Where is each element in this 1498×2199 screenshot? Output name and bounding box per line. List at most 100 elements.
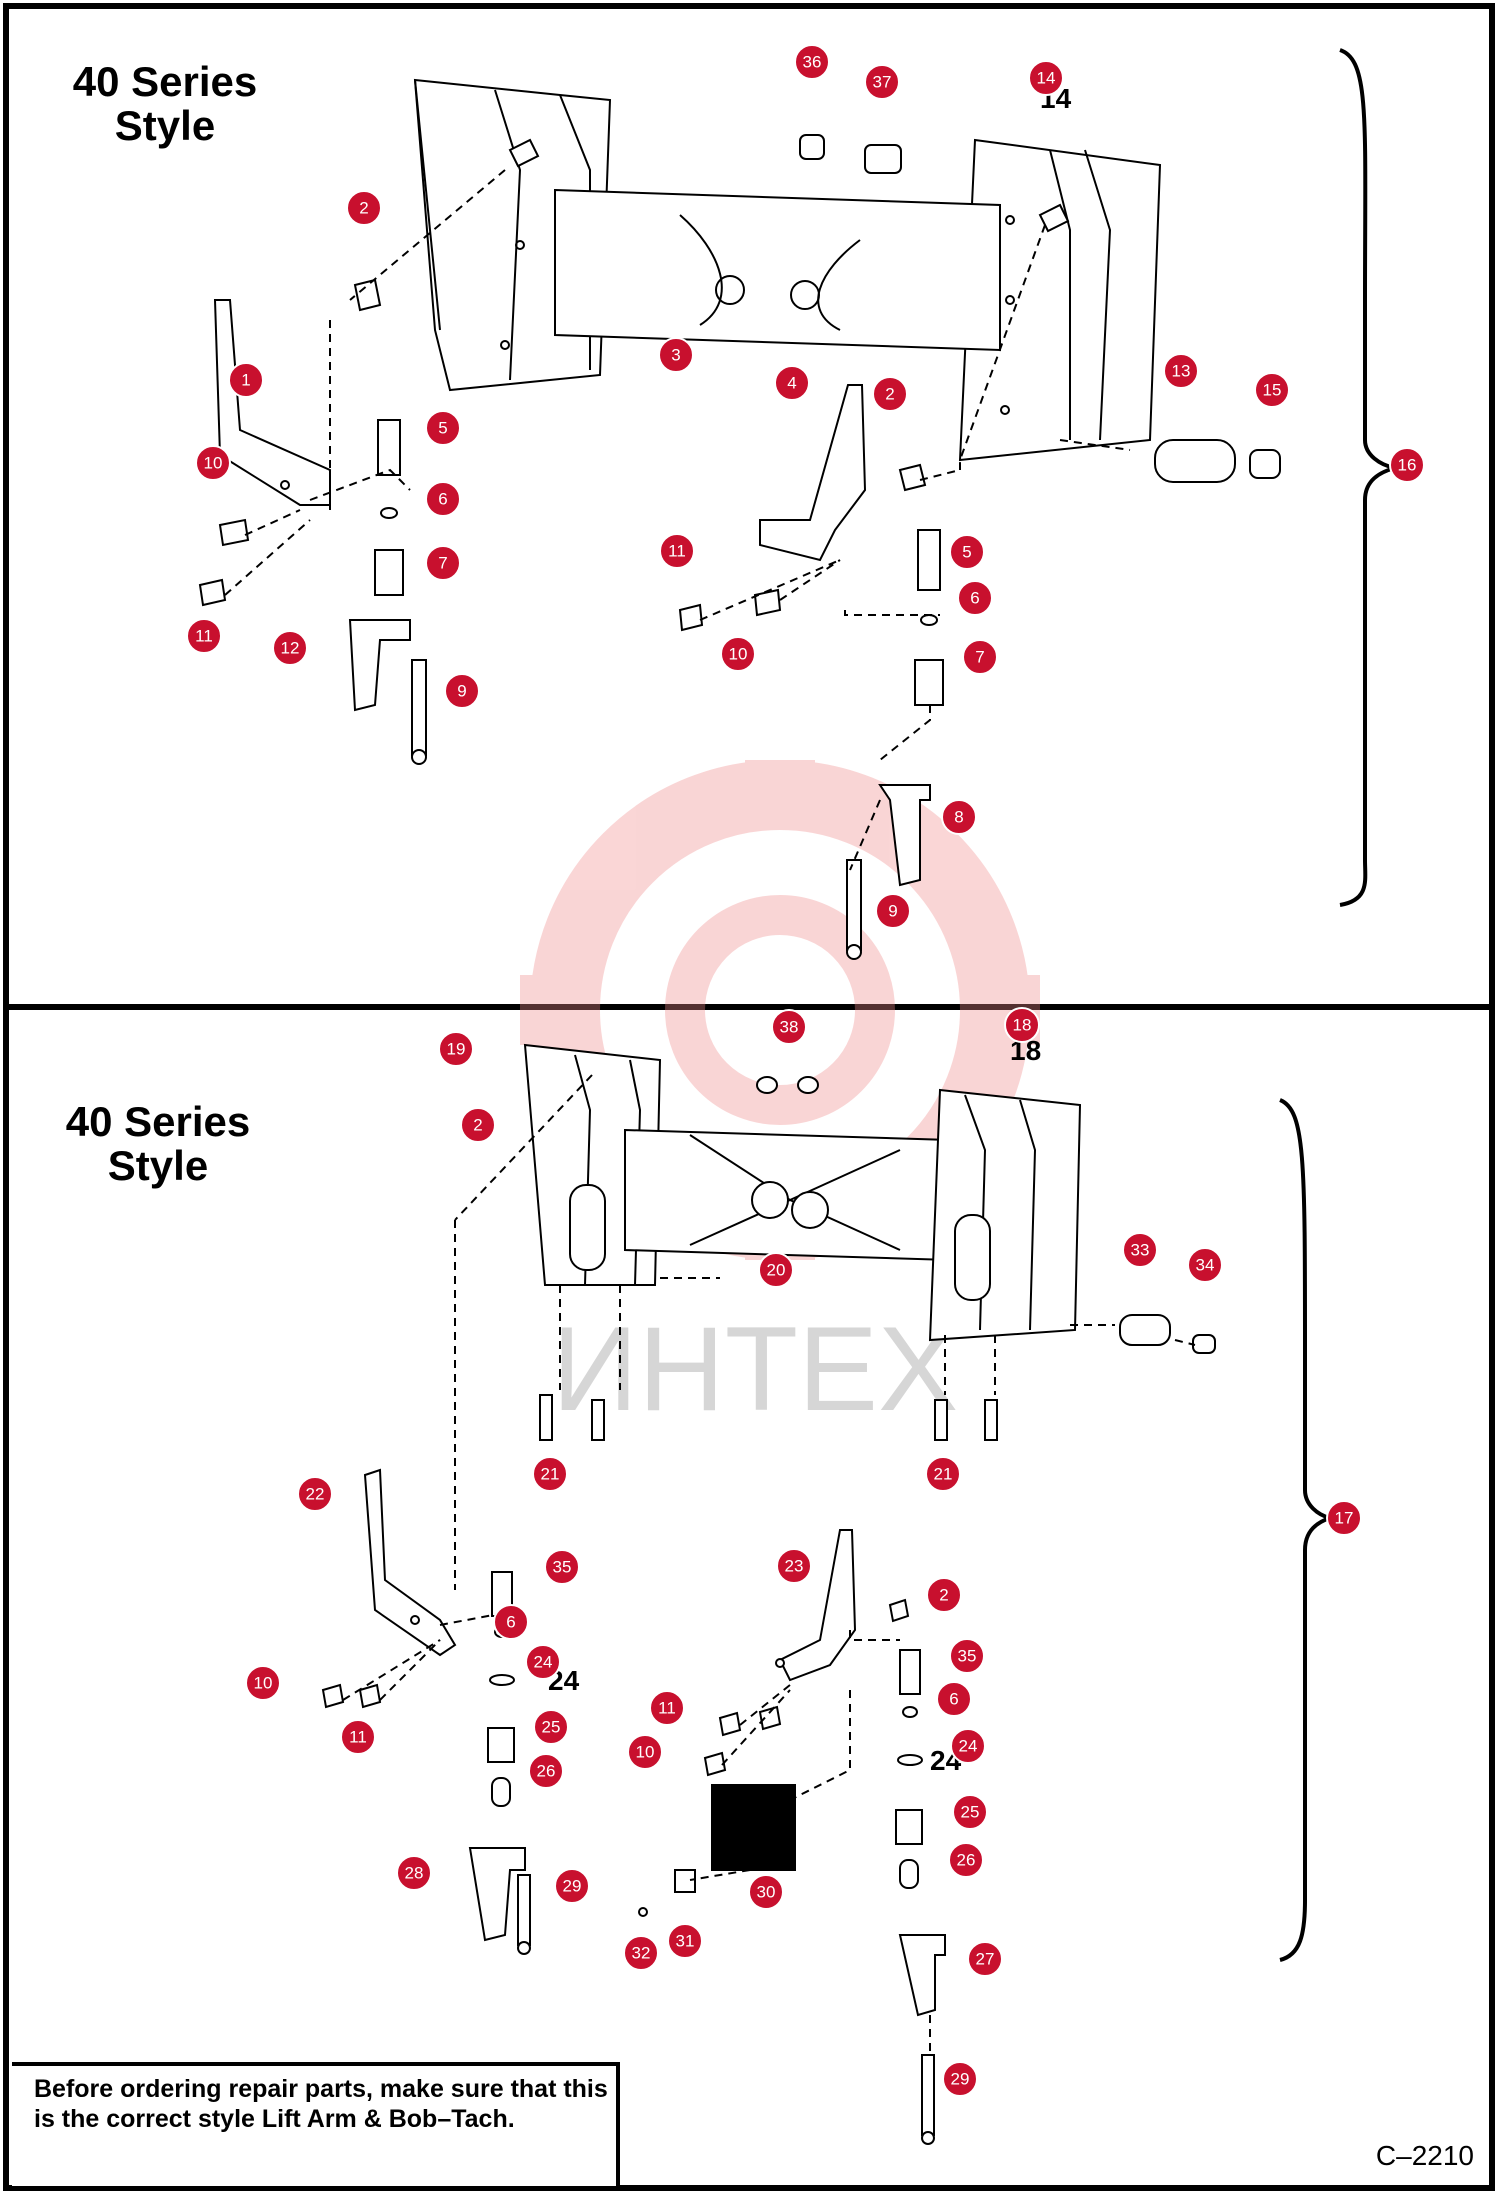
callout-marker xyxy=(758,1252,794,1288)
callout-number: 36 xyxy=(803,53,822,72)
callout-number: 6 xyxy=(970,589,979,608)
bottom-callout-35: 35 xyxy=(544,1549,580,1585)
callout-number: 11 xyxy=(195,627,213,646)
top-callout-5: 5 xyxy=(425,410,461,446)
bottom-leaders xyxy=(342,1074,1196,2055)
callout-number: 8 xyxy=(954,808,963,827)
callout-marker xyxy=(926,1577,962,1613)
bottom-callout-31: 31 xyxy=(667,1923,703,1959)
callout-number: 18 xyxy=(1013,1016,1032,1035)
callout-number: 6 xyxy=(438,490,447,509)
callout-marker xyxy=(794,44,830,80)
callout-marker xyxy=(396,1855,432,1891)
top-callout-6: 6 xyxy=(957,580,993,616)
callout-number: 10 xyxy=(729,645,748,664)
callout-number: 21 xyxy=(541,1465,560,1484)
callout-number: 23 xyxy=(785,1557,804,1576)
callout-marker xyxy=(774,365,810,401)
top-callout-12: 12 xyxy=(272,630,308,666)
top-callout-2: 2 xyxy=(346,190,382,226)
callout-marker xyxy=(875,893,911,929)
callout-number: 22 xyxy=(306,1485,325,1504)
bottom-callout-6: 6 xyxy=(936,1681,972,1717)
top-callout-1: 1 xyxy=(228,362,264,398)
callout-marker xyxy=(942,2061,978,2097)
bottom-callout-17: 17 xyxy=(1326,1500,1362,1536)
callout-number: 10 xyxy=(204,454,223,473)
callout-number: 35 xyxy=(958,1647,977,1666)
callout-number: 7 xyxy=(975,648,984,667)
bottom-callout-21: 21 xyxy=(532,1456,568,1492)
top-callout-4: 4 xyxy=(774,365,810,401)
callout-marker xyxy=(950,1728,986,1764)
top-callout-7: 7 xyxy=(962,639,998,675)
callout-number: 10 xyxy=(636,1743,655,1762)
top-callout-10: 10 xyxy=(195,445,231,481)
callout-marker xyxy=(776,1548,812,1584)
bottom-title: 40 Series Style xyxy=(33,1100,283,1188)
outer-frame xyxy=(3,3,1495,2191)
callout-number: 38 xyxy=(780,1018,799,1037)
callout-marker xyxy=(659,533,695,569)
callout-number: 10 xyxy=(254,1674,273,1693)
top-callout-5: 5 xyxy=(949,534,985,570)
bottom-brace xyxy=(1279,1098,1338,1962)
callout-number: 7 xyxy=(438,554,447,573)
callout-marker xyxy=(340,1719,376,1755)
callout-number: 27 xyxy=(976,1950,995,1969)
bottom-callout-30: 30 xyxy=(748,1874,784,1910)
callout-number: 26 xyxy=(957,1851,976,1870)
callout-number: 4 xyxy=(787,374,796,393)
top-title: 40 Series Style xyxy=(40,60,290,148)
callout-marker xyxy=(962,639,998,675)
callout-marker xyxy=(195,445,231,481)
callout-marker xyxy=(623,1935,659,1971)
bottom-callout-33: 33 xyxy=(1122,1232,1158,1268)
top-callout-2: 2 xyxy=(872,376,908,412)
top-callout-8: 8 xyxy=(941,799,977,835)
bottom-callout-29: 29 xyxy=(942,2061,978,2097)
callout-number: 19 xyxy=(447,1040,466,1059)
callout-marker xyxy=(941,799,977,835)
bottom-callout-32: 32 xyxy=(623,1935,659,1971)
callout-number: 11 xyxy=(349,1728,367,1747)
callout-number: 26 xyxy=(537,1762,556,1781)
callout-marker xyxy=(1254,372,1290,408)
callout-marker xyxy=(554,1868,590,1904)
bottom-callout-21: 21 xyxy=(925,1456,961,1492)
callout-number: 6 xyxy=(506,1613,515,1632)
top-callout-9: 9 xyxy=(444,673,480,709)
callout-marker xyxy=(925,1456,961,1492)
callout-number: 25 xyxy=(542,1718,561,1737)
bottom-callout-24: 24 xyxy=(950,1728,986,1764)
callout-number: 28 xyxy=(405,1864,424,1883)
callout-marker xyxy=(627,1734,663,1770)
bottom-callout-23: 23 xyxy=(776,1548,812,1584)
bottom-callout-28: 28 xyxy=(396,1855,432,1891)
bottom-callout-10: 10 xyxy=(245,1665,281,1701)
callout-marker xyxy=(346,190,382,226)
top-leaders xyxy=(224,169,1131,871)
bottom-callout-20: 20 xyxy=(758,1252,794,1288)
callout-number: 29 xyxy=(563,1877,582,1896)
watermark-text: ИНТЕХ xyxy=(552,1302,958,1436)
callout-number: 5 xyxy=(438,419,447,438)
callout-marker xyxy=(771,1009,807,1045)
bottom-callout-34: 34 xyxy=(1187,1247,1223,1283)
callout-marker xyxy=(936,1681,972,1717)
top-callout-6: 6 xyxy=(425,481,461,517)
callout-marker xyxy=(649,1690,685,1726)
callout-number: 5 xyxy=(962,543,971,562)
callout-marker xyxy=(533,1709,569,1745)
top-title-line2: Style xyxy=(114,102,216,149)
top-callout-13: 13 xyxy=(1163,353,1199,389)
callout-number: 17 xyxy=(1335,1509,1354,1528)
callout-number: 3 xyxy=(671,346,680,365)
callout-number: 1 xyxy=(241,371,250,390)
callout-marker xyxy=(460,1107,496,1143)
callout-number: 31 xyxy=(676,1932,695,1951)
callout-number: 11 xyxy=(668,542,686,561)
callout-marker xyxy=(1163,353,1199,389)
bottom-callout-24: 24 xyxy=(525,1644,561,1680)
